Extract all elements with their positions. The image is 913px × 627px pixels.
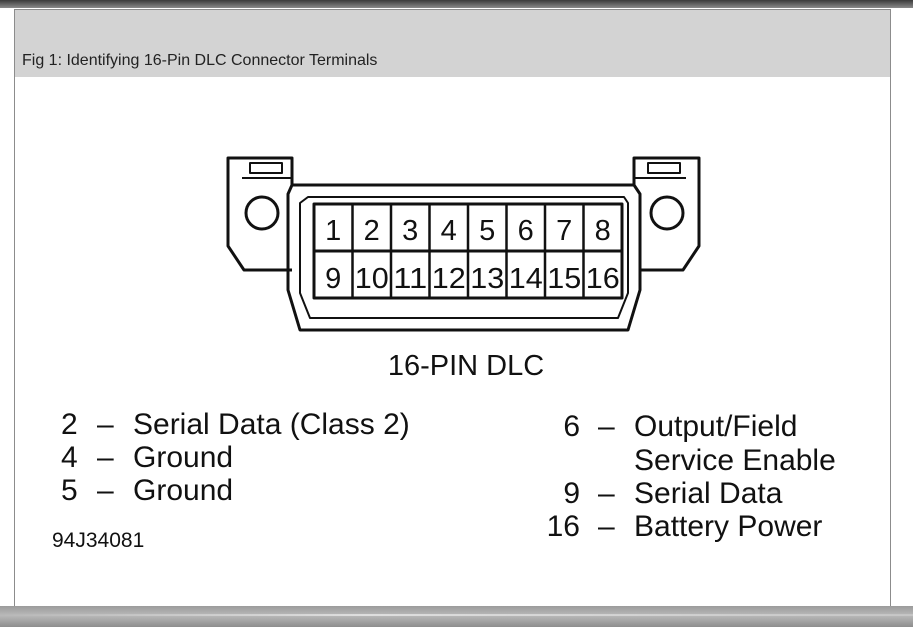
pin-label-6: 6 [518, 215, 534, 247]
pin-label-12: 12 [432, 263, 466, 295]
legend-right-desc-service-enable: Service Enable [634, 444, 836, 477]
pin-label-10: 10 [355, 263, 389, 295]
figure-frame: Fig 1: Identifying 16-Pin DLC Connector … [14, 9, 891, 608]
connector-outer-shell [286, 183, 642, 332]
right-ear-slot [647, 162, 681, 174]
legend-right-dash: – [598, 510, 615, 543]
pin-label-15: 15 [547, 263, 581, 295]
pin-label-2: 2 [364, 215, 380, 247]
legend-right-pin-6: 6 [563, 410, 580, 443]
legend-left-pin-4: 4 [61, 441, 78, 474]
legend-left: 2 – Serial Data (Class 2) 4 – Ground 5 –… [61, 408, 410, 507]
legend-left-pin-2: 2 [61, 408, 78, 441]
legend-left-dash: – [97, 408, 114, 441]
right-mounting-hole [649, 195, 685, 231]
pin-label-7: 7 [556, 215, 572, 247]
pin-label-4: 4 [441, 215, 457, 247]
legend-right: 6 – Output/Field Service Enable 9 – Seri… [547, 410, 836, 543]
legend-right-desc-serial-data: Serial Data [634, 477, 783, 510]
legend-left-dash: – [97, 474, 114, 507]
legend-right-desc-output-field: Output/Field [634, 410, 797, 443]
left-ear-slot [249, 162, 283, 174]
legend-left-dash: – [97, 441, 114, 474]
connector-inner-body [299, 196, 629, 319]
pin-label-11: 11 [393, 263, 427, 295]
caption-band: Fig 1: Identifying 16-Pin DLC Connector … [15, 10, 890, 77]
legend-left-desc-ground: Ground [133, 441, 233, 474]
pin-label-16: 16 [586, 263, 620, 295]
pin-label-9: 9 [325, 263, 341, 295]
legend-right-dash: – [598, 477, 615, 510]
legend-right-desc-battery-power: Battery Power [634, 510, 822, 543]
connector-title: 16-PIN DLC [388, 350, 544, 382]
figure-code: 94J34081 [52, 529, 144, 552]
figure-caption: Fig 1: Identifying 16-Pin DLC Connector … [22, 52, 378, 69]
legend-right-dash: – [598, 410, 615, 443]
left-mounting-hole [244, 195, 280, 231]
right-mounting-ear [632, 156, 701, 272]
pin-label-5: 5 [479, 215, 495, 247]
left-mounting-ear [226, 156, 294, 272]
pin-label-8: 8 [595, 215, 611, 247]
pin-label-13: 13 [470, 263, 504, 295]
legend-right-pin-9: 9 [563, 477, 580, 510]
pin-label-14: 14 [509, 263, 543, 295]
legend-left-desc-ground: Ground [133, 474, 233, 507]
pin-label-3: 3 [402, 215, 418, 247]
bottom-window-bar [0, 606, 913, 627]
legend-right-pin-16: 16 [547, 510, 580, 543]
pin-label-1: 1 [325, 215, 341, 247]
legend-left-desc-serial-data: Serial Data (Class 2) [133, 408, 410, 441]
top-window-bar [0, 0, 913, 8]
legend-left-pin-5: 5 [61, 474, 78, 507]
